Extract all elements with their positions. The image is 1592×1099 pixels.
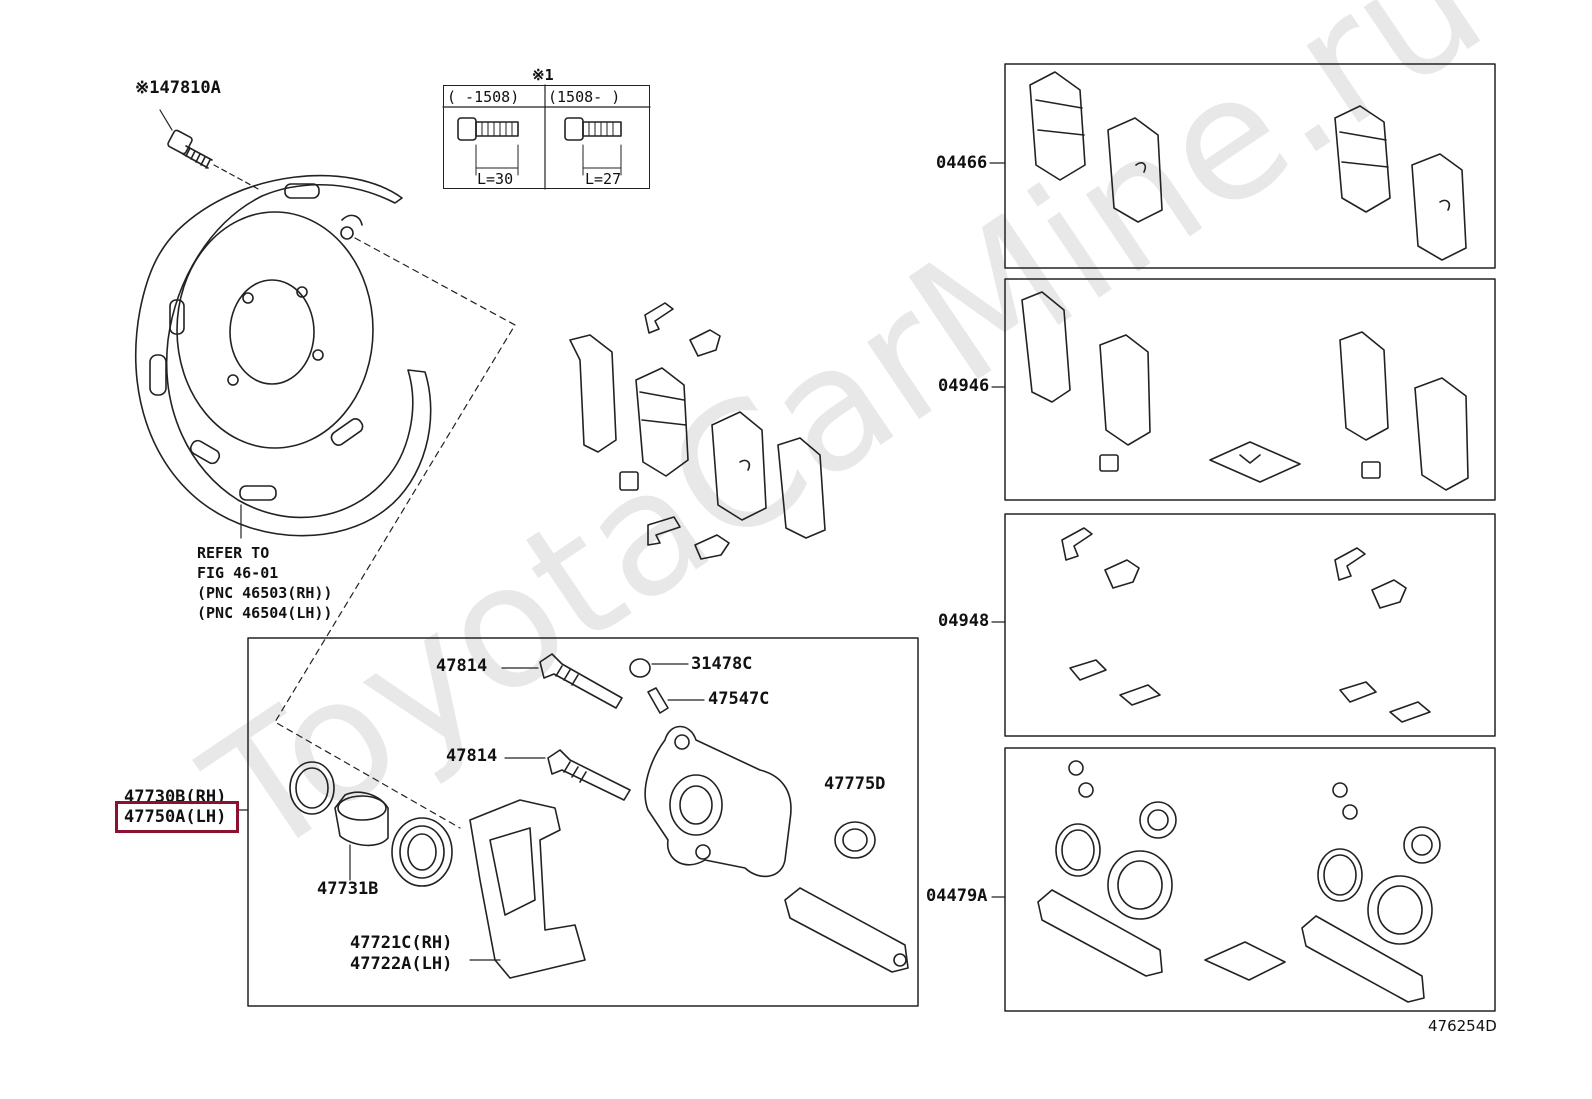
panel-04466-pads (1029, 71, 1467, 261)
part-label-guide-pin-lower[interactable]: 47814 (446, 746, 498, 766)
panel-04479A-kit (1037, 760, 1441, 1003)
part-label-bleeder[interactable]: 47547C (708, 689, 770, 709)
part-label-04479A[interactable]: 04479A (926, 886, 988, 906)
part-label-04466[interactable]: 04466 (936, 153, 988, 173)
panel-04948 (1004, 513, 1496, 737)
panel-04466 (1004, 63, 1496, 269)
part-label-bolt[interactable]: ※147810A (135, 78, 221, 98)
refer-note: REFER TO FIG 46-01 (PNC 46503(RH)) (PNC … (197, 543, 332, 623)
part-label-mounting-lh[interactable]: 47722A(LH) (350, 954, 453, 974)
caliper-parts-drawing (289, 653, 909, 979)
panel-04479A (1004, 747, 1496, 1012)
selected-part-highlight (115, 801, 239, 833)
part-label-04946[interactable]: 04946 (938, 376, 990, 396)
part-label-04948[interactable]: 04948 (938, 611, 990, 631)
refer-note-line3: (PNC 46503(RH)) (197, 584, 333, 602)
bolt-drawing (159, 109, 261, 191)
part-label-guide-pin-upper[interactable]: 47814 (436, 656, 488, 676)
part-label-cap[interactable]: 31478C (691, 654, 753, 674)
panel-04946-pads (1021, 291, 1469, 491)
diagram-id: 476254D (1428, 1017, 1497, 1035)
dust-shield-drawing (134, 174, 432, 539)
refer-note-line1: REFER TO (197, 544, 270, 562)
part-label-cylinder-lh[interactable]: 47750A(LH) (124, 807, 227, 827)
bolt-table-col1-header: ( -1508) (447, 88, 520, 106)
caliper-box (247, 637, 919, 1007)
bolt-table-col2-length: L=27 (585, 170, 622, 188)
bolt-table-drawings (457, 117, 622, 176)
part-label-boot[interactable]: 47775D (824, 774, 886, 794)
bolt-table-col1-length: L=30 (477, 170, 514, 188)
bolt-variant-table (443, 85, 650, 189)
center-pads-drawing (569, 302, 826, 560)
part-label-piston[interactable]: 47731B (317, 879, 379, 899)
panel-04946 (1004, 278, 1496, 501)
refer-note-line2: FIG 46-01 (197, 564, 279, 582)
part-label-mounting-rh[interactable]: 47721C(RH) (350, 933, 453, 953)
bolt-table-title: ※1 (532, 66, 554, 84)
panel-04948-clips (1061, 527, 1431, 723)
refer-note-line4: (PNC 46504(LH)) (197, 604, 333, 622)
bolt-table-col2-header: (1508- ) (548, 88, 621, 106)
